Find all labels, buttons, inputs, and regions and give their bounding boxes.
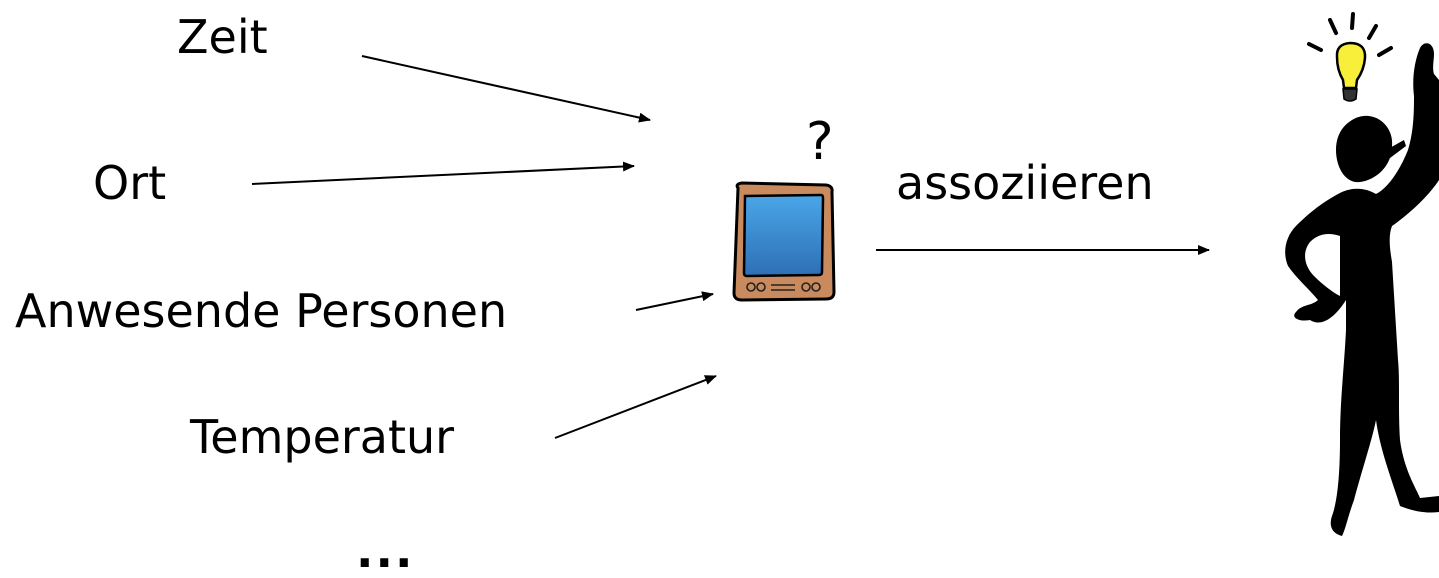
- label-assoziieren: assoziieren: [896, 156, 1154, 210]
- question-mark: ?: [806, 112, 834, 172]
- arrow-ort: [251, 161, 635, 185]
- lightbulb-icon: [1307, 12, 1393, 102]
- arrow-anwesende-personen: [635, 291, 714, 311]
- label-more: ...: [356, 524, 415, 578]
- thinking-person-icon: [1285, 43, 1439, 536]
- label-ort: Ort: [93, 156, 167, 210]
- label-zeit: Zeit: [177, 10, 268, 64]
- arrow-zeit: [361, 55, 651, 123]
- label-anwesende-personen: Anwesende Personen: [15, 284, 508, 338]
- label-temperatur: Temperatur: [190, 410, 455, 464]
- pda-device-icon: [732, 181, 836, 302]
- arrow-temperatur: [554, 375, 717, 439]
